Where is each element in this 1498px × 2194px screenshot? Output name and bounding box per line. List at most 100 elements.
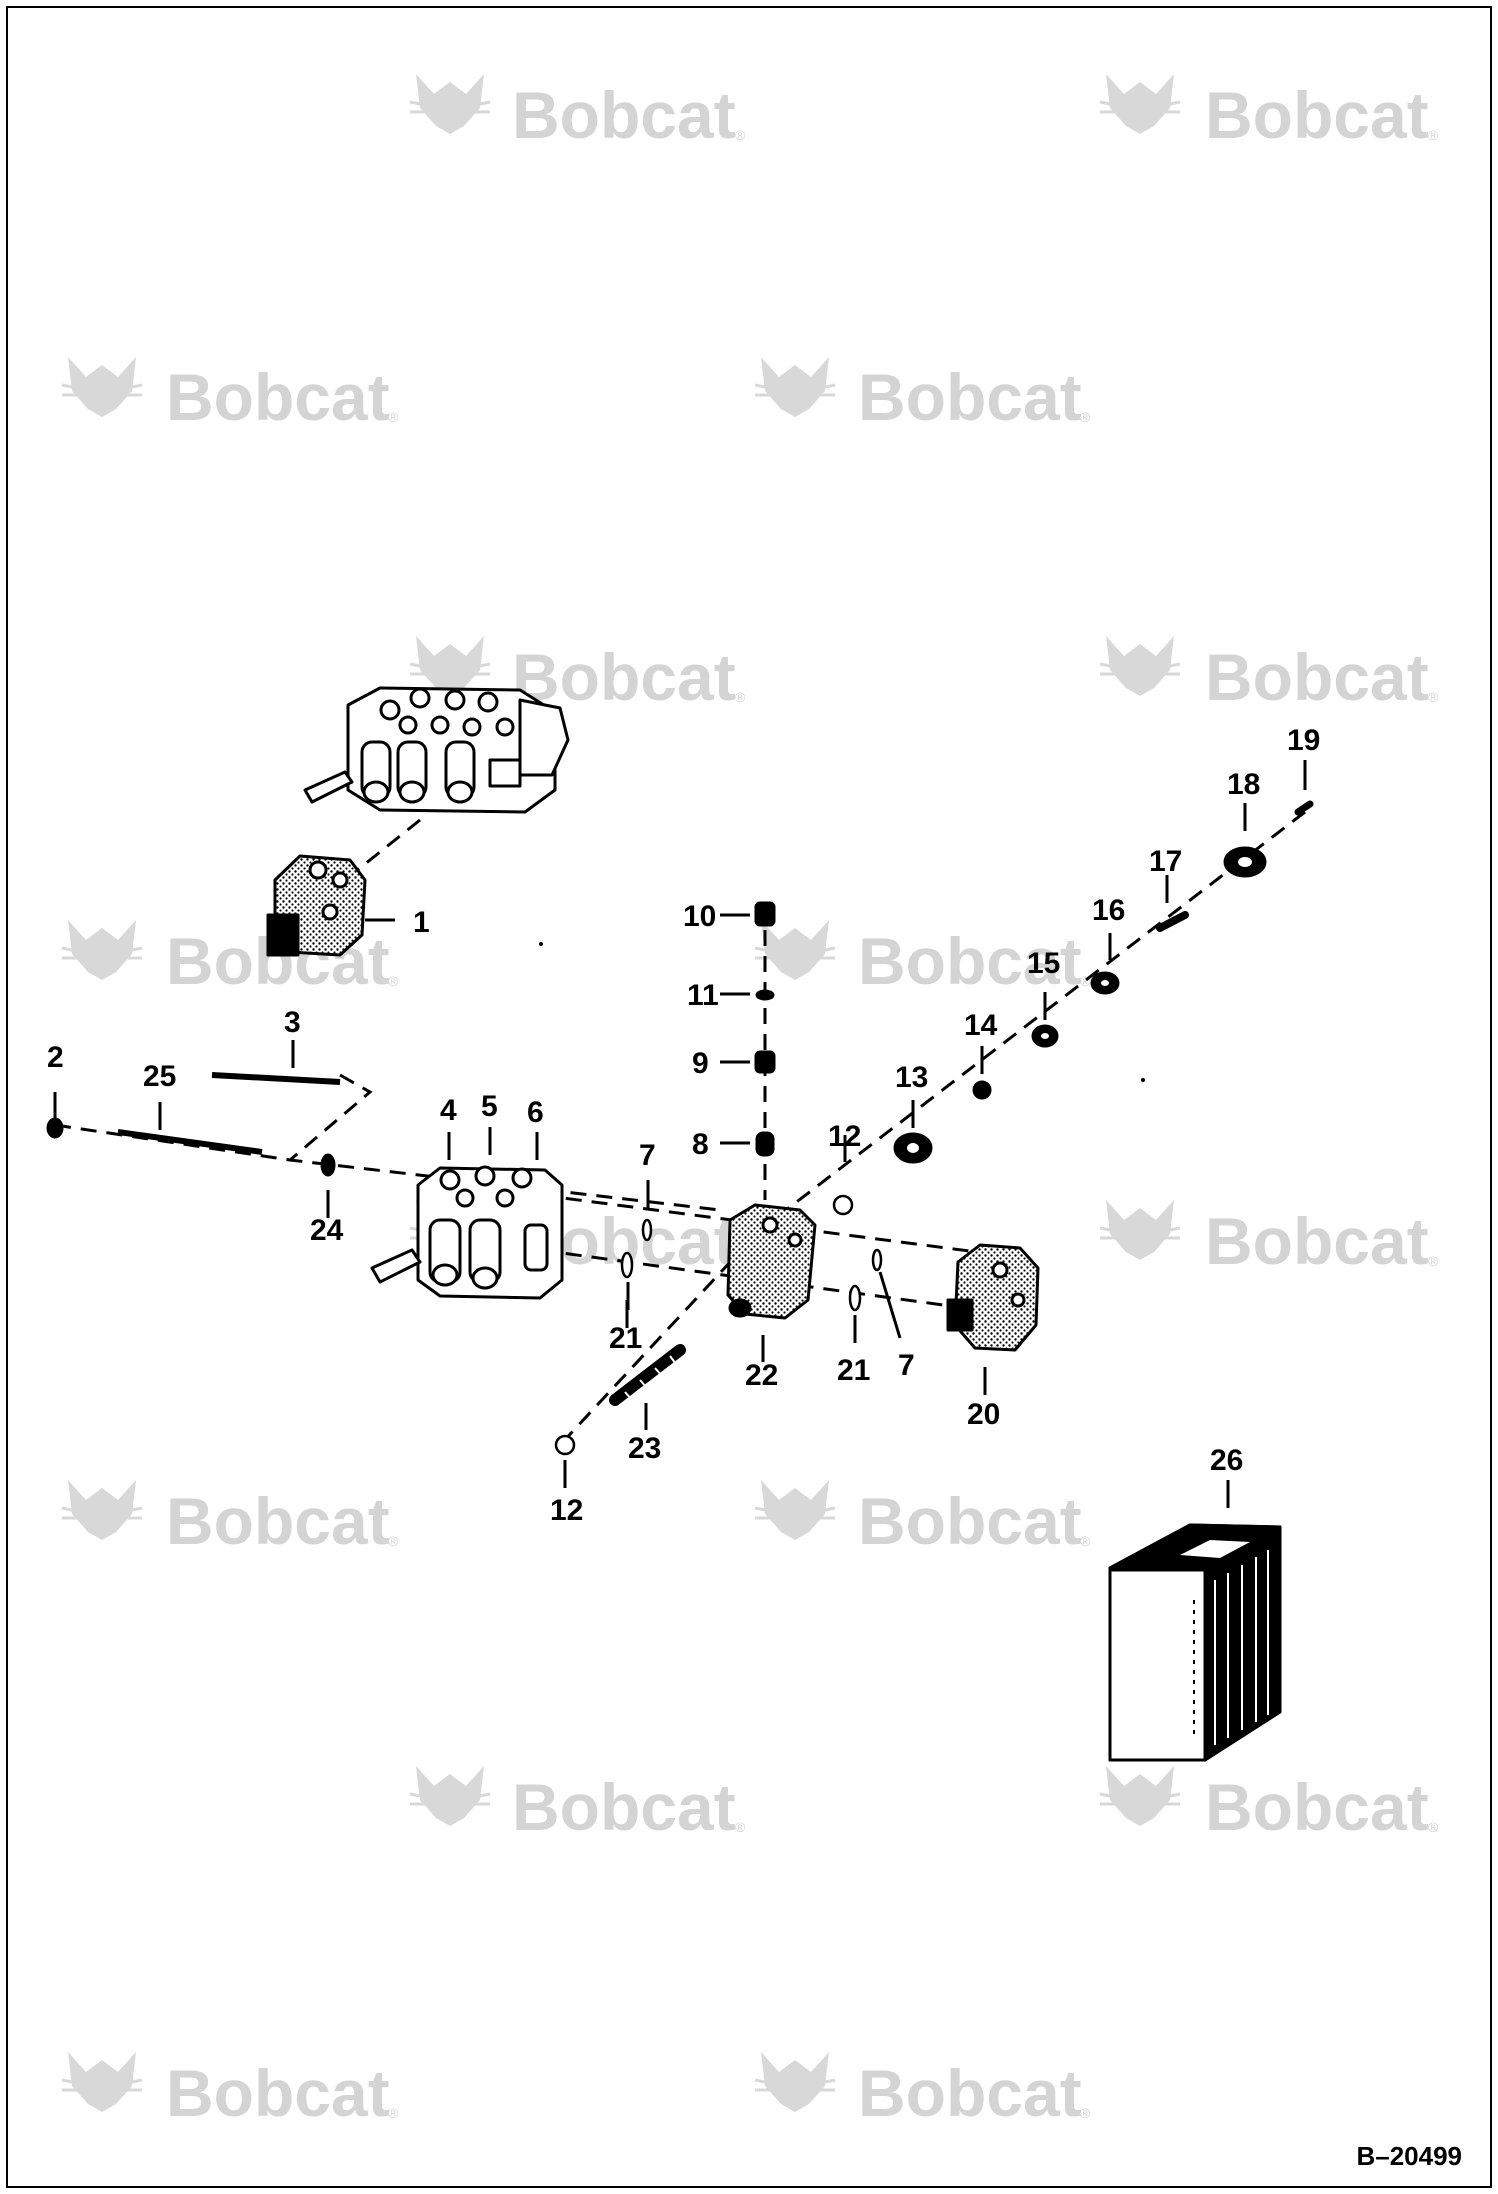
watermark-13: Bobcat ®: [408, 1764, 746, 1844]
callout-9: 9: [692, 1047, 709, 1080]
leader-line: [878, 1271, 902, 1339]
watermark-reg-mark: ®: [1080, 409, 1091, 425]
watermark-text: Bobcat: [166, 360, 390, 434]
watermark-reg-mark: ®: [1428, 1253, 1439, 1269]
watermark-text: Bobcat: [512, 640, 736, 714]
watermark-text: Bobcat: [512, 1770, 736, 1844]
watermark-15: Bobcat ®: [60, 2050, 399, 2130]
callout-19: 19: [1287, 724, 1320, 757]
callout-16: 16: [1092, 894, 1125, 927]
callout-22: 22: [745, 1359, 778, 1392]
watermark-reg-mark: ®: [388, 2105, 399, 2121]
part-1-inlet-section: [266, 854, 367, 957]
callout-2: 2: [47, 1041, 64, 1074]
watermark-reg-mark: ®: [1080, 973, 1091, 989]
callout-12-upper: 12: [828, 1120, 861, 1153]
watermark-6: Bobcat ®: [1098, 634, 1439, 714]
part-24-nut: [320, 1153, 336, 1177]
parts-drawings: [46, 686, 1314, 1762]
watermark-text: Bobcat: [1205, 1204, 1429, 1278]
watermark-text: Bobcat: [1205, 640, 1429, 714]
watermark-text: Bobcat: [858, 1484, 1082, 1558]
watermark-reg-mark: ®: [388, 973, 399, 989]
part-26-seal-kit-box: [1108, 1523, 1282, 1762]
callout-21-left: 21: [609, 1322, 642, 1355]
watermark-text: Bobcat: [858, 2056, 1082, 2130]
watermark-reg-mark: ®: [1428, 127, 1439, 143]
callout-10: 10: [683, 900, 716, 933]
leader-lines: [53, 760, 1307, 1508]
assembly-line: [289, 1073, 373, 1162]
part-12-o-ring-upper: [832, 1194, 854, 1216]
watermark-reg-mark: ®: [388, 1533, 399, 1549]
part-8-poppet: [755, 1131, 775, 1157]
callout-1: 1: [413, 906, 430, 939]
illustration-reference-code: B–20499: [1356, 2141, 1462, 2171]
watermark-4: Bobcat ®: [753, 355, 1091, 434]
part-25-tie-rod: [117, 1129, 263, 1155]
callout-23: 23: [628, 1432, 661, 1465]
part-21-o-ring-left: [620, 1251, 634, 1279]
watermark-10: Bobcat ®: [1098, 1198, 1439, 1278]
callout-5: 5: [481, 1090, 498, 1123]
part-9-spring: [754, 1050, 776, 1074]
watermark-11: Bobcat ®: [60, 1478, 399, 1558]
part-11-o-ring: [755, 989, 775, 1001]
watermark-layer: Bobcat ® Bobcat ® Bobcat ® Bobcat ® Bobc…: [60, 72, 1439, 2130]
watermark-reg-mark: ®: [1080, 1533, 1091, 1549]
callout-8: 8: [692, 1128, 709, 1161]
callout-4: 4: [440, 1094, 457, 1127]
callout-7-upper: 7: [639, 1139, 656, 1172]
callout-12-lower: 12: [550, 1494, 583, 1527]
watermark-text: Bobcat: [512, 78, 736, 152]
watermark-16: Bobcat ®: [753, 2050, 1091, 2130]
callout-14: 14: [964, 1009, 998, 1042]
callout-15: 15: [1027, 947, 1060, 980]
watermark-text: Bobcat: [858, 924, 1082, 998]
part-17-screw: [1156, 911, 1189, 932]
watermark-reg-mark: ®: [388, 409, 399, 425]
watermark-14: Bobcat ®: [1098, 1764, 1439, 1844]
control-valve-assembly-3-spool: [303, 686, 570, 814]
watermark-8: Bobcat ®: [753, 918, 1091, 998]
watermark-text: Bobcat: [1205, 78, 1429, 152]
part-7-o-ring-right: [871, 1248, 883, 1272]
watermark-5: Bobcat ®: [408, 634, 746, 714]
callout-21-right: 21: [837, 1354, 870, 1387]
page-border: [6, 6, 1492, 2188]
watermark-text: Bobcat: [166, 2056, 390, 2130]
callout-20: 20: [967, 1398, 1000, 1431]
watermark-reg-mark: ®: [1428, 1819, 1439, 1835]
callout-24: 24: [310, 1214, 344, 1247]
callout-7-lower: 7: [898, 1349, 915, 1382]
callout-11: 11: [687, 979, 719, 1012]
watermark-reg-mark: ®: [1080, 2105, 1091, 2121]
callout-labels: 1 2 3 4 5 6 7 7 8 9 10 11 12 12 13 14 15…: [47, 724, 1320, 1527]
watermark-1: Bobcat ®: [408, 72, 746, 152]
watermark-3: Bobcat ®: [60, 355, 399, 434]
part-22-mid-section: [726, 1203, 817, 1320]
part-7-o-ring-left: [641, 1218, 653, 1242]
watermark-text: Bobcat: [858, 360, 1082, 434]
part-19-nut: [1294, 800, 1314, 816]
callout-13: 13: [895, 1061, 928, 1094]
watermark-reg-mark: ®: [1428, 689, 1439, 705]
callout-17: 17: [1149, 845, 1182, 878]
assembly-line: [354, 818, 421, 874]
watermark-12: Bobcat ®: [753, 1478, 1091, 1558]
watermark-reg-mark: ®: [735, 689, 746, 705]
part-12-o-ring-lower: [554, 1434, 576, 1456]
control-valve-assembly-2-spool: [370, 1165, 564, 1300]
part-2-nut: [46, 1117, 64, 1139]
callout-18: 18: [1227, 768, 1260, 801]
part-14-ball: [972, 1080, 992, 1100]
callout-25: 25: [143, 1060, 176, 1093]
part-3-tie-rod: [211, 1072, 341, 1085]
callout-3: 3: [284, 1006, 301, 1039]
watermark-reg-mark: ®: [735, 127, 746, 143]
callout-6: 6: [527, 1096, 544, 1129]
part-21-o-ring-right: [848, 1284, 862, 1312]
part-20-outlet-section: [946, 1243, 1040, 1352]
